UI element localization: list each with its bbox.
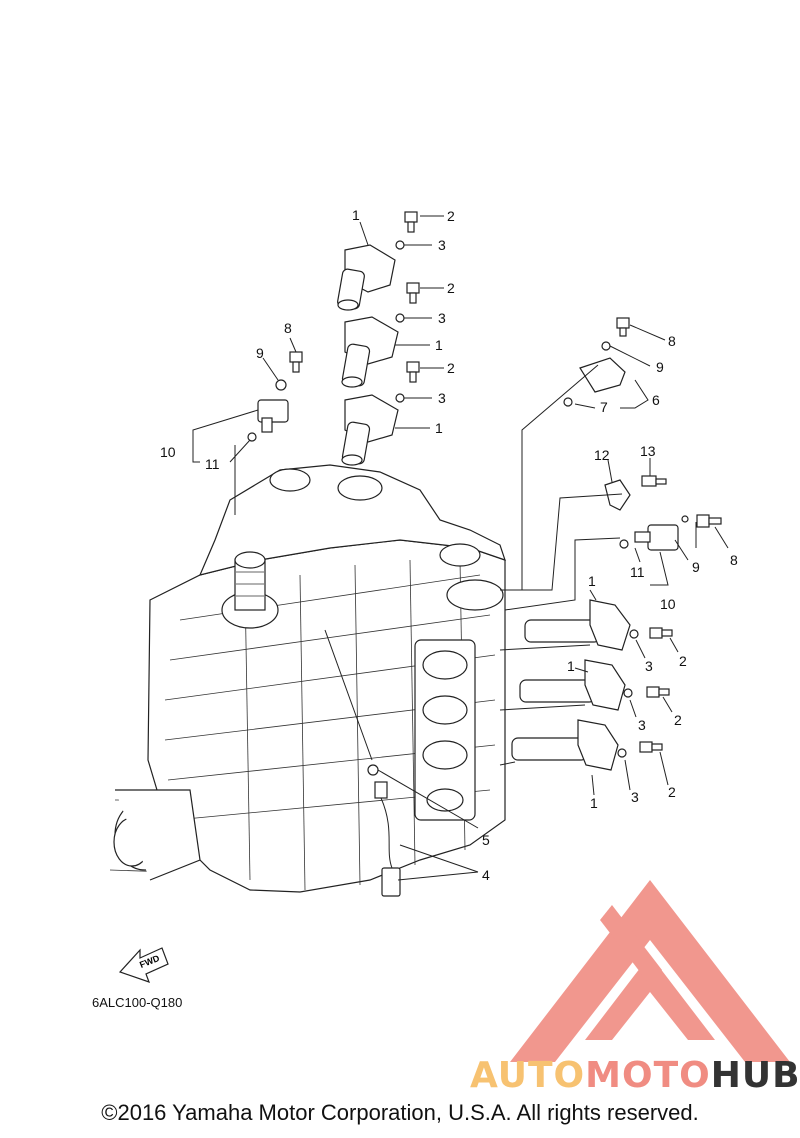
callout-2: 2 xyxy=(447,360,455,376)
leader-lines xyxy=(192,215,729,881)
callout-2: 2 xyxy=(447,280,455,296)
callout-3: 3 xyxy=(438,310,446,326)
callout-1: 1 xyxy=(588,573,596,589)
callout-labels: 1 2 3 2 3 1 2 3 1 8 9 10 11 8 9 7 6 12 1… xyxy=(160,207,738,883)
brand-part-2: MOTO xyxy=(585,1055,711,1096)
ignition-coil-top-1 xyxy=(337,244,396,311)
arrow-icon xyxy=(118,947,169,983)
callout-5: 5 xyxy=(482,832,490,848)
logo-triangle-inner xyxy=(585,955,715,1040)
callout-3: 3 xyxy=(438,237,446,253)
callout-8: 8 xyxy=(668,333,676,349)
ignition-coil-top-3 xyxy=(341,394,399,466)
ignition-coil-right-3 xyxy=(511,719,663,771)
brand-part-3: HUB xyxy=(711,1055,800,1096)
callout-1: 1 xyxy=(567,658,575,674)
callout-1: 1 xyxy=(590,795,598,811)
ignition-coil-right-2 xyxy=(519,659,670,711)
callout-7: 7 xyxy=(600,399,608,415)
brand-part-1: AUTO xyxy=(470,1055,585,1096)
callout-11: 11 xyxy=(630,564,645,580)
callout-1: 1 xyxy=(435,420,443,436)
callout-13: 13 xyxy=(640,443,656,459)
sensor-with-wire xyxy=(367,764,401,897)
brand-wordmark: AUTOMOTOHUB xyxy=(470,1055,800,1096)
callout-11: 11 xyxy=(205,456,220,472)
callout-12: 12 xyxy=(594,447,610,463)
ignition-coil-right-1 xyxy=(524,599,673,651)
callout-2: 2 xyxy=(674,712,682,728)
watermark-logo xyxy=(510,880,790,1062)
callout-3: 3 xyxy=(438,390,446,406)
callout-9: 9 xyxy=(256,345,264,361)
engine-block xyxy=(109,464,506,893)
callout-1: 1 xyxy=(352,207,360,223)
logo-slash xyxy=(600,905,662,985)
callout-8: 8 xyxy=(284,320,292,336)
callout-4: 4 xyxy=(482,867,490,883)
callout-3: 3 xyxy=(645,658,653,674)
sensor-left xyxy=(247,351,303,442)
sensor-right-top xyxy=(563,317,630,407)
callout-2: 2 xyxy=(447,208,455,224)
callout-1: 1 xyxy=(435,337,443,353)
copyright-notice: ©2016 Yamaha Motor Corporation, U.S.A. A… xyxy=(101,1100,699,1125)
callout-3: 3 xyxy=(638,717,646,733)
logo-triangle-outer xyxy=(510,880,790,1062)
ignition-coil-top-2 xyxy=(341,316,399,388)
bolts-top xyxy=(395,211,420,403)
callout-9: 9 xyxy=(692,559,700,575)
callout-9: 9 xyxy=(656,359,664,375)
callout-6: 6 xyxy=(652,392,660,408)
diagram-code: 6ALC100-Q180 xyxy=(92,995,182,1010)
callout-8: 8 xyxy=(730,552,738,568)
callout-10: 10 xyxy=(160,444,176,460)
fwd-arrow: FWD xyxy=(118,947,169,983)
clip-bracket xyxy=(604,475,667,511)
callout-2: 2 xyxy=(668,784,676,800)
callout-2: 2 xyxy=(679,653,687,669)
callout-3: 3 xyxy=(631,789,639,805)
callout-10: 10 xyxy=(660,596,676,612)
sensor-right-mid xyxy=(619,514,722,551)
